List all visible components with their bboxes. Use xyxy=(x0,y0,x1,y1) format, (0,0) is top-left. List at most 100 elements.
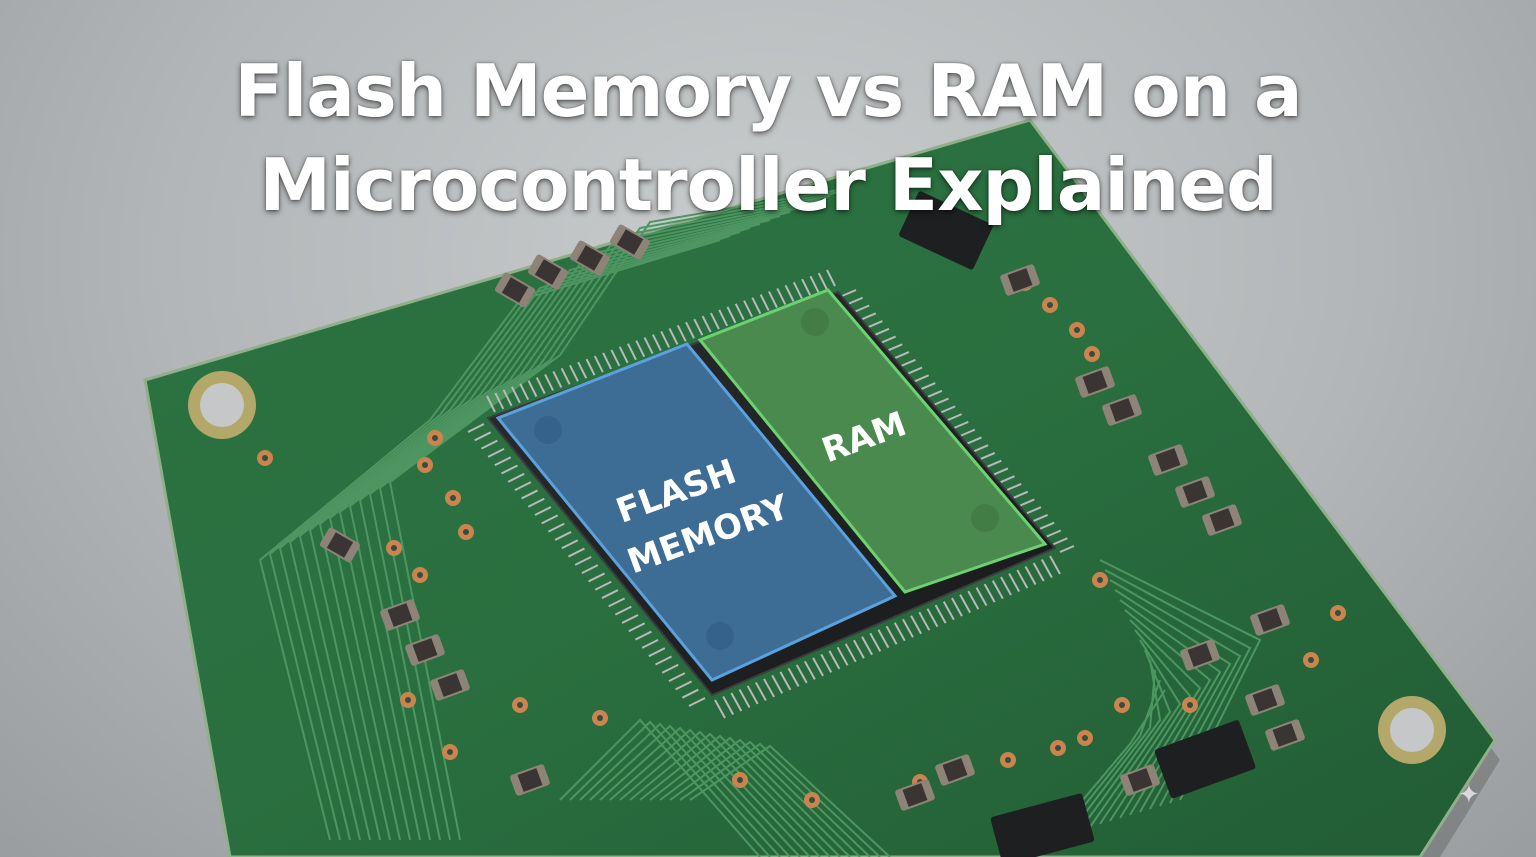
chip-pin xyxy=(746,685,759,705)
flash-dimple-bottom xyxy=(706,622,734,650)
chip-pin xyxy=(541,514,559,525)
chip-pin xyxy=(901,358,916,367)
ram-dimple-bottom xyxy=(971,504,999,532)
chip-pin xyxy=(759,294,770,312)
chip-pin xyxy=(940,405,956,414)
chip-pin xyxy=(763,678,775,698)
chip-pin xyxy=(1053,537,1068,546)
chip-pin xyxy=(869,632,882,652)
smd-component xyxy=(528,254,568,290)
chip-pin xyxy=(894,351,910,359)
chip-pin xyxy=(754,681,767,701)
chip-pin xyxy=(861,312,877,321)
chip-pin xyxy=(887,343,903,352)
smd-component xyxy=(1148,444,1188,476)
chip-pin xyxy=(651,334,662,351)
pcb-trace xyxy=(659,738,861,857)
pcb-trace xyxy=(348,203,811,841)
flash-dimple-top xyxy=(534,416,562,444)
chip-pin xyxy=(634,630,652,641)
chip-pin xyxy=(487,448,505,458)
chip-pin xyxy=(817,272,828,290)
chip-pin xyxy=(610,349,621,367)
smd-component xyxy=(1180,639,1220,671)
chip-pin xyxy=(1049,555,1061,575)
chip-pin xyxy=(655,655,672,666)
pcb-trace xyxy=(288,227,751,841)
chip-pin xyxy=(577,361,588,379)
title-line-2: Microcontroller Explained xyxy=(259,143,1277,227)
chip-pin xyxy=(1040,559,1053,578)
chip-pin xyxy=(826,269,836,287)
chip-pin xyxy=(722,696,735,715)
chip-pin xyxy=(993,467,1009,476)
pcb-trace xyxy=(679,742,881,857)
pcb-trace xyxy=(669,740,871,857)
chip-pin xyxy=(510,386,521,404)
chip-pin xyxy=(554,531,572,541)
chip-pin xyxy=(854,304,870,313)
chip-pin xyxy=(918,611,931,631)
smd-component xyxy=(1175,476,1215,508)
chip-pin xyxy=(885,625,898,645)
chip-pin xyxy=(953,420,969,429)
chip-pin xyxy=(967,590,980,610)
chip-pin xyxy=(751,297,762,315)
chip-pin xyxy=(527,380,538,398)
chip-pin xyxy=(574,555,592,566)
chip-pin xyxy=(1008,573,1021,593)
chip-pin xyxy=(959,594,971,614)
pcb-traces xyxy=(258,187,1262,857)
chip-pin xyxy=(688,697,706,707)
chip-pin xyxy=(701,315,712,333)
chip-pin xyxy=(874,327,890,336)
chip-pin xyxy=(947,413,963,422)
chip-pin xyxy=(743,300,753,318)
chip-pin xyxy=(535,377,546,395)
pcb-trace xyxy=(589,724,791,857)
chip-pin xyxy=(693,318,704,336)
chip-pin xyxy=(853,639,865,659)
chip-pin xyxy=(668,672,686,682)
chip-pin xyxy=(547,522,565,533)
small-ic-bottom-right xyxy=(1154,720,1256,799)
chip-pin xyxy=(927,389,943,398)
pcb-trace xyxy=(629,732,831,857)
smd-components xyxy=(320,224,1305,811)
chip-pin xyxy=(792,281,803,299)
chip-pin xyxy=(991,580,1004,600)
chip-pin xyxy=(502,389,513,407)
chip-pin xyxy=(1033,514,1048,522)
chip-pin xyxy=(730,692,743,712)
chip-pin xyxy=(635,340,646,358)
chip-pin xyxy=(914,374,930,383)
chip-pin xyxy=(627,343,637,361)
chip-pin xyxy=(795,664,808,684)
pcb-trace xyxy=(689,744,891,857)
chip-pin xyxy=(501,464,518,475)
chip-pin xyxy=(779,671,792,691)
chip-pin xyxy=(844,643,857,663)
chip-pin xyxy=(648,647,666,658)
chip-pin xyxy=(621,614,639,624)
chip-pin xyxy=(828,650,841,670)
smd-component xyxy=(610,224,650,260)
chip-pin xyxy=(718,309,729,327)
chip-pin xyxy=(738,688,751,708)
chip-pin xyxy=(848,296,863,305)
chip-pin xyxy=(812,657,824,677)
page-title: Flash Memory vs RAM on a Microcontroller… xyxy=(0,44,1536,232)
chip-pin xyxy=(1016,569,1029,589)
chip-pin xyxy=(568,547,585,558)
chip-pin xyxy=(881,335,897,344)
chip-pin xyxy=(552,370,563,388)
chip-pin xyxy=(771,674,784,694)
chip-pin xyxy=(907,366,923,375)
chip-pin xyxy=(1039,521,1055,530)
pcb-trace xyxy=(649,736,851,857)
chip-pin xyxy=(601,589,619,599)
chip-pin xyxy=(507,472,525,483)
pcb-trace xyxy=(579,722,781,857)
